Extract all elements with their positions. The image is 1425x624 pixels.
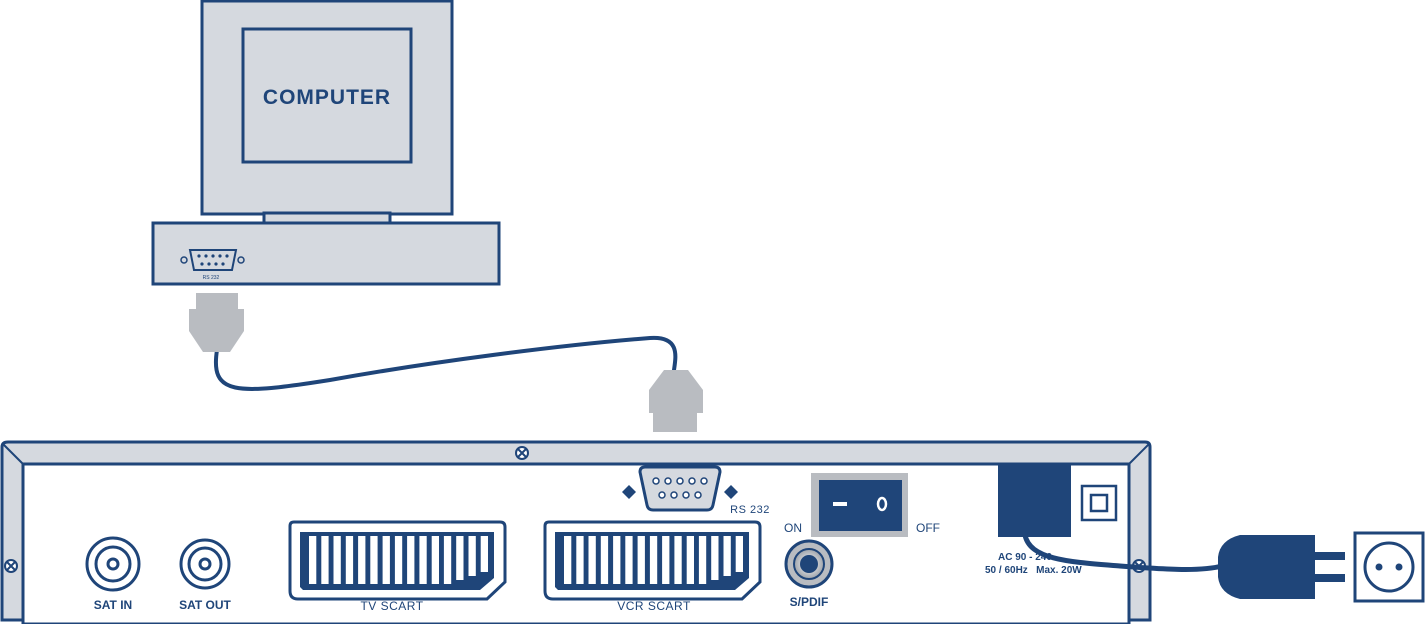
scart-pin-slot [431, 536, 439, 584]
spdif-label: S/PDIF [790, 595, 829, 609]
double-insulation-icon [1080, 484, 1118, 522]
computer-base [151, 221, 501, 286]
power-spec-line1: AC 90 - 240 [998, 552, 1052, 563]
sat-in-label: SAT IN [94, 598, 132, 612]
scart-pin-slot [309, 536, 317, 584]
switch-off-label: OFF [916, 521, 940, 535]
scart-pin-slot [468, 536, 476, 576]
computer-port-label: RS 232 [203, 275, 220, 281]
vcr-scart-pins [564, 536, 743, 584]
power-cord-wire [1022, 532, 1225, 572]
scart-pin-slot [407, 536, 415, 584]
scart-pin-slot [382, 536, 390, 584]
scart-pin-slot [625, 536, 633, 584]
tv-scart-connector [288, 520, 507, 601]
scart-pin-slot [686, 536, 694, 584]
scart-pin-slot [662, 536, 670, 584]
tv-scart-label: TV SCART [360, 599, 423, 613]
scart-pin-slot [613, 536, 621, 584]
screw-icon [515, 446, 529, 460]
spdif-connector [784, 539, 834, 589]
cable-plug-receiver [649, 370, 703, 432]
tv-scart-pins [309, 536, 488, 584]
scart-pin-slot [600, 536, 609, 584]
power-inlet [998, 464, 1071, 537]
vcr-scart-label: VCR SCART [617, 599, 691, 613]
sat-out-label: SAT OUT [179, 598, 231, 612]
power-switch [811, 473, 908, 537]
scart-pin-slot [588, 536, 596, 584]
scart-pin-slot [637, 536, 645, 584]
scart-pin-slot [345, 536, 354, 584]
scart-pin-slot [321, 536, 329, 584]
computer-label: COMPUTER [263, 86, 391, 109]
scart-pin-slot [735, 536, 743, 572]
computer-screen [241, 27, 413, 164]
sat-out-connector [179, 538, 231, 590]
switch-on-label: ON [784, 521, 802, 535]
scart-pin-slot [419, 536, 427, 584]
scart-pin-slot [333, 536, 341, 584]
scart-pin-slot [564, 536, 572, 584]
computer-rs232-port: RS 232 [180, 249, 245, 281]
scart-pin-slot [674, 536, 682, 584]
cable-wire [213, 335, 678, 391]
scart-pin-slot [480, 536, 488, 572]
scart-pin-slot [711, 536, 719, 580]
power-spec-line2: 50 / 60Hz Max. 20W [985, 565, 1082, 576]
screw-icon [4, 559, 18, 573]
rs232-label: RS 232 [730, 504, 770, 516]
serial-cable [189, 293, 703, 432]
receiver-rs232-port [622, 465, 738, 512]
scart-pin-slot [456, 536, 464, 580]
power-plug [1218, 535, 1345, 599]
scart-pin-slot [649, 536, 658, 584]
vcr-scart-connector [543, 520, 762, 601]
receiver: SAT IN SAT OUT TV SCART VCR SCART [0, 440, 1152, 624]
wall-socket [1353, 531, 1425, 603]
computer: COMPUTER RS 232 [151, 0, 501, 286]
sat-in-connector [85, 536, 141, 592]
scart-pin-slot [358, 536, 366, 584]
scart-pin-slot [698, 536, 707, 584]
scart-pin-slot [370, 536, 378, 584]
scart-pin-slot [394, 536, 403, 584]
scart-pin-slot [723, 536, 731, 576]
cable-plug-computer [189, 293, 244, 352]
scart-pin-slot [576, 536, 584, 584]
scart-pin-slot [443, 536, 452, 584]
power-cord [1022, 531, 1425, 603]
